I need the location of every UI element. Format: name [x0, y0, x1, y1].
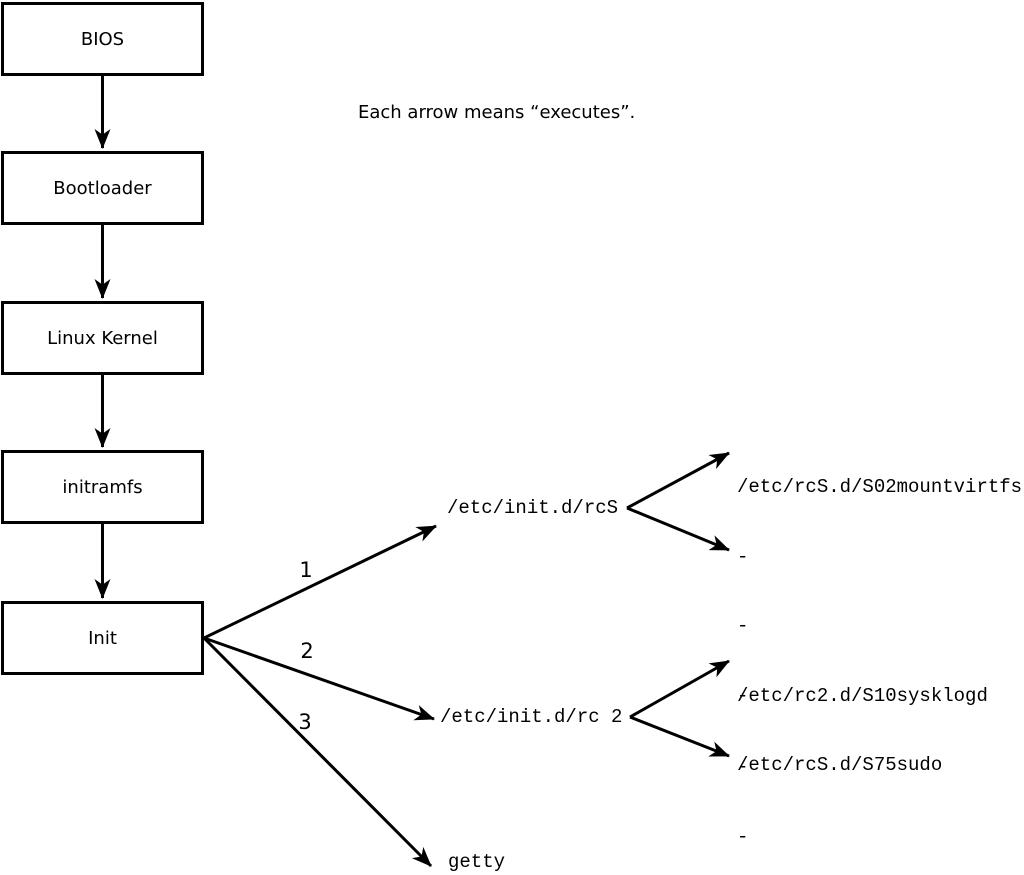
rc2-script-ellipsis-1: -: [737, 755, 749, 778]
box-bios: BIOS: [1, 2, 204, 76]
arrow-rc2-to-s99gdm: [629, 715, 730, 758]
box-bios-label: BIOS: [80, 28, 125, 50]
rcS-script-s02mountvirtfs: /etc/rcS.d/S02mountvirtfs: [737, 476, 1023, 498]
arrow-init-to-rcS: [203, 524, 437, 640]
box-initramfs-label: initramfs: [62, 476, 143, 498]
box-bootloader: Bootloader: [1, 151, 204, 225]
arrow-rcS-to-s02mountvirtfs: [626, 451, 730, 510]
box-init: Init: [1, 601, 204, 675]
arrow-rcS-to-s75sudo: [626, 506, 730, 552]
box-linux-kernel: Linux Kernel: [1, 301, 204, 375]
rcS-script-ellipsis-3: -: [737, 684, 749, 707]
node-etc-init-d-rc2: /etc/init.d/rc 2: [440, 706, 623, 728]
arrow-init-to-getty: [202, 636, 433, 868]
branch-1-number: 1: [299, 558, 313, 582]
annotation-executes: Each arrow means “executes”.: [358, 102, 636, 123]
box-initramfs: initramfs: [1, 450, 204, 524]
arrow-rc2-to-s10sysklogd: [629, 659, 730, 719]
rc2-script-s10sysklogd: /etc/rc2.d/S10sysklogd: [737, 685, 988, 707]
rcS-script-s75sudo: /etc/rcS.d/S75sudo: [737, 754, 943, 776]
rc2-script-list: /etc/rc2.d/S10sysklogd - - - /etc/rc2.d/…: [737, 639, 988, 875]
box-bootloader-label: Bootloader: [53, 177, 152, 199]
node-etc-init-d-rcS: /etc/init.d/rcS: [447, 497, 619, 519]
box-linux-kernel-label: Linux Kernel: [47, 327, 158, 349]
rcS-script-list: /etc/rcS.d/S02mountvirtfs - - - /etc/rcS…: [737, 431, 1022, 823]
rcS-script-ellipsis-1: -: [737, 545, 749, 568]
branch-3-number: 3: [298, 710, 312, 734]
node-getty: getty: [448, 851, 506, 873]
branch-2-number: 2: [300, 639, 314, 663]
rcS-script-ellipsis-2: -: [737, 615, 749, 637]
rc2-script-ellipsis-2: -: [737, 826, 749, 848]
arrow-init-to-rc2: [203, 636, 435, 721]
box-init-label: Init: [88, 627, 117, 649]
